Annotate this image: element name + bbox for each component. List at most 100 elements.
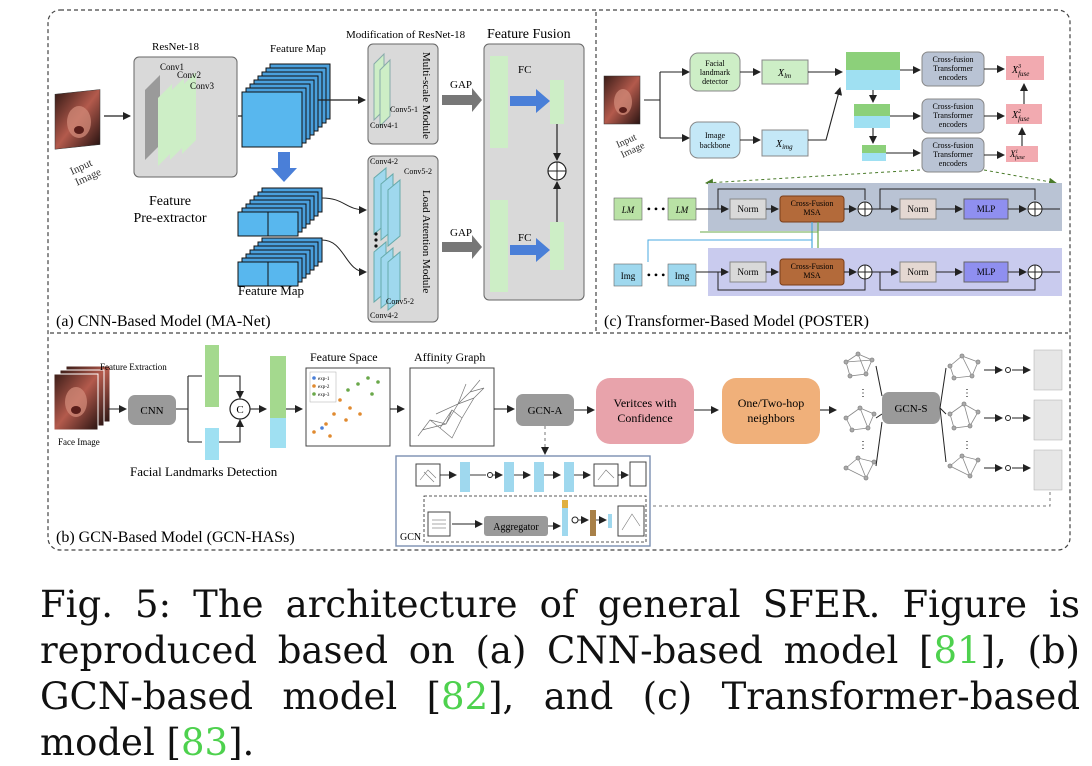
reference-link-82[interactable]: 82 [441,675,489,718]
fc-bottom-label: FC [518,232,531,244]
aggregator-box [484,516,548,536]
conv2-label: Conv2 [177,70,201,80]
svg-text:exp-3: exp-3 [318,393,330,398]
feature-point [324,422,328,426]
conv5-2a-label: Conv5-2 [404,167,432,176]
input-label-a: InputImage [68,155,103,188]
gap-arrow-top: GAP [442,79,482,112]
resnet-layers [145,72,196,166]
conv4-2a-label: Conv4-2 [370,157,398,166]
affinity-graph-title: Affinity Graph [414,350,485,364]
fc-top-label: FC [518,64,531,76]
conv3-label: Conv3 [190,81,215,91]
fused-token-1 [846,52,900,90]
outer-frame [47,9,1071,551]
input-face-c [603,75,641,125]
figure-caption: Fig. 5: The architecture of general SFER… [40,583,1081,764]
fused-token-3 [862,145,886,161]
multiscale-layers [373,52,391,128]
svg-text:Norm: Norm [738,267,759,277]
load-attention-label: Load Attention Module [420,190,432,293]
svg-text:⋮: ⋮ [858,388,868,399]
multiscale-label: Multi-scale Module [420,52,432,139]
svg-text:⋮: ⋮ [962,440,972,451]
svg-text:⋮: ⋮ [962,388,972,399]
svg-text:Norm: Norm [738,204,759,214]
conv4-2b-label: Conv4-2 [370,311,398,320]
svg-text:• • •: • • • [647,268,666,282]
svg-text:GCN-A: GCN-A [528,405,563,417]
panel-b-title: (b) GCN-Based Model (GCN-HASs) [56,529,295,546]
svg-text:C: C [236,404,243,416]
cnn-box [128,395,176,425]
img-token-1 [613,263,643,287]
svg-text:exp-2: exp-2 [318,385,330,390]
subgraphs-left [843,351,877,481]
feature-point [356,382,360,386]
image-backbone-box [689,121,741,159]
output-arrows [984,366,1031,472]
architecture-figure: InputImage ResNet-18 Conv1 Conv2 Conv3 F… [47,9,1071,551]
svg-text:GCN-S: GCN-S [894,403,927,415]
svg-text:Norm: Norm [908,204,929,214]
affinity-graph-edges [417,379,485,439]
panel-c-title: (c) Transformer-Based Model (POSTER) [604,313,869,330]
svg-text:MLP: MLP [977,204,996,214]
resnet-title: ResNet-18 [152,41,200,53]
svg-text:GAP: GAP [450,227,472,239]
reference-link-81[interactable]: 81 [933,629,981,672]
feature-point [338,398,342,402]
feature-point [320,426,324,430]
reference-link-83[interactable]: 83 [180,721,229,764]
svg-text:Img: Img [621,271,636,281]
feature-point [332,412,336,416]
input-faces-b [53,365,111,431]
svg-text:Xlm: Xlm [777,68,791,80]
attention-layers-top [373,166,401,248]
svg-text:• • •: • • • [647,202,666,216]
feature-extraction-label: Feature Extraction [100,362,167,372]
panel-b: Feature Extraction Face Image CNN C Faci… [53,345,1063,547]
gap-arrow-bottom: GAP [442,227,482,259]
feature-point [366,376,370,380]
conv4-1-label: Conv4-1 [370,121,398,130]
svg-text:Img: Img [675,271,690,281]
feature-point [328,434,332,438]
svg-text:⋮: ⋮ [858,440,868,451]
feature-map-top [241,63,331,148]
svg-text:GAP: GAP [450,79,472,91]
feature-space-title: Feature Space [310,350,378,364]
feature-point [348,406,352,410]
svg-text:LM: LM [621,205,635,215]
landmarks-label: Facial Landmarks Detection [130,464,278,479]
img-token-2 [667,263,697,287]
conv1-label: Conv1 [160,62,184,72]
gcn-label: GCN [400,532,421,543]
input-face-a [54,89,101,150]
cnn-feature-vector [205,345,219,407]
svg-text:CNN: CNN [140,405,163,417]
feature-space-points [312,376,380,438]
feature-fusion-title: Feature Fusion [487,27,571,42]
feature-point [344,418,348,422]
output-vectors [1033,349,1063,491]
panel-a: InputImage ResNet-18 Conv1 Conv2 Conv3 F… [54,27,585,330]
feature-point [370,392,374,396]
feature-map-bottom [237,187,323,287]
fc-arrow-bottom [510,238,550,262]
modification-label: Modification of ResNet-18 [346,29,466,41]
conv5-2b-label: Conv5-2 [386,297,414,306]
landmark-feature-vector [205,428,219,460]
